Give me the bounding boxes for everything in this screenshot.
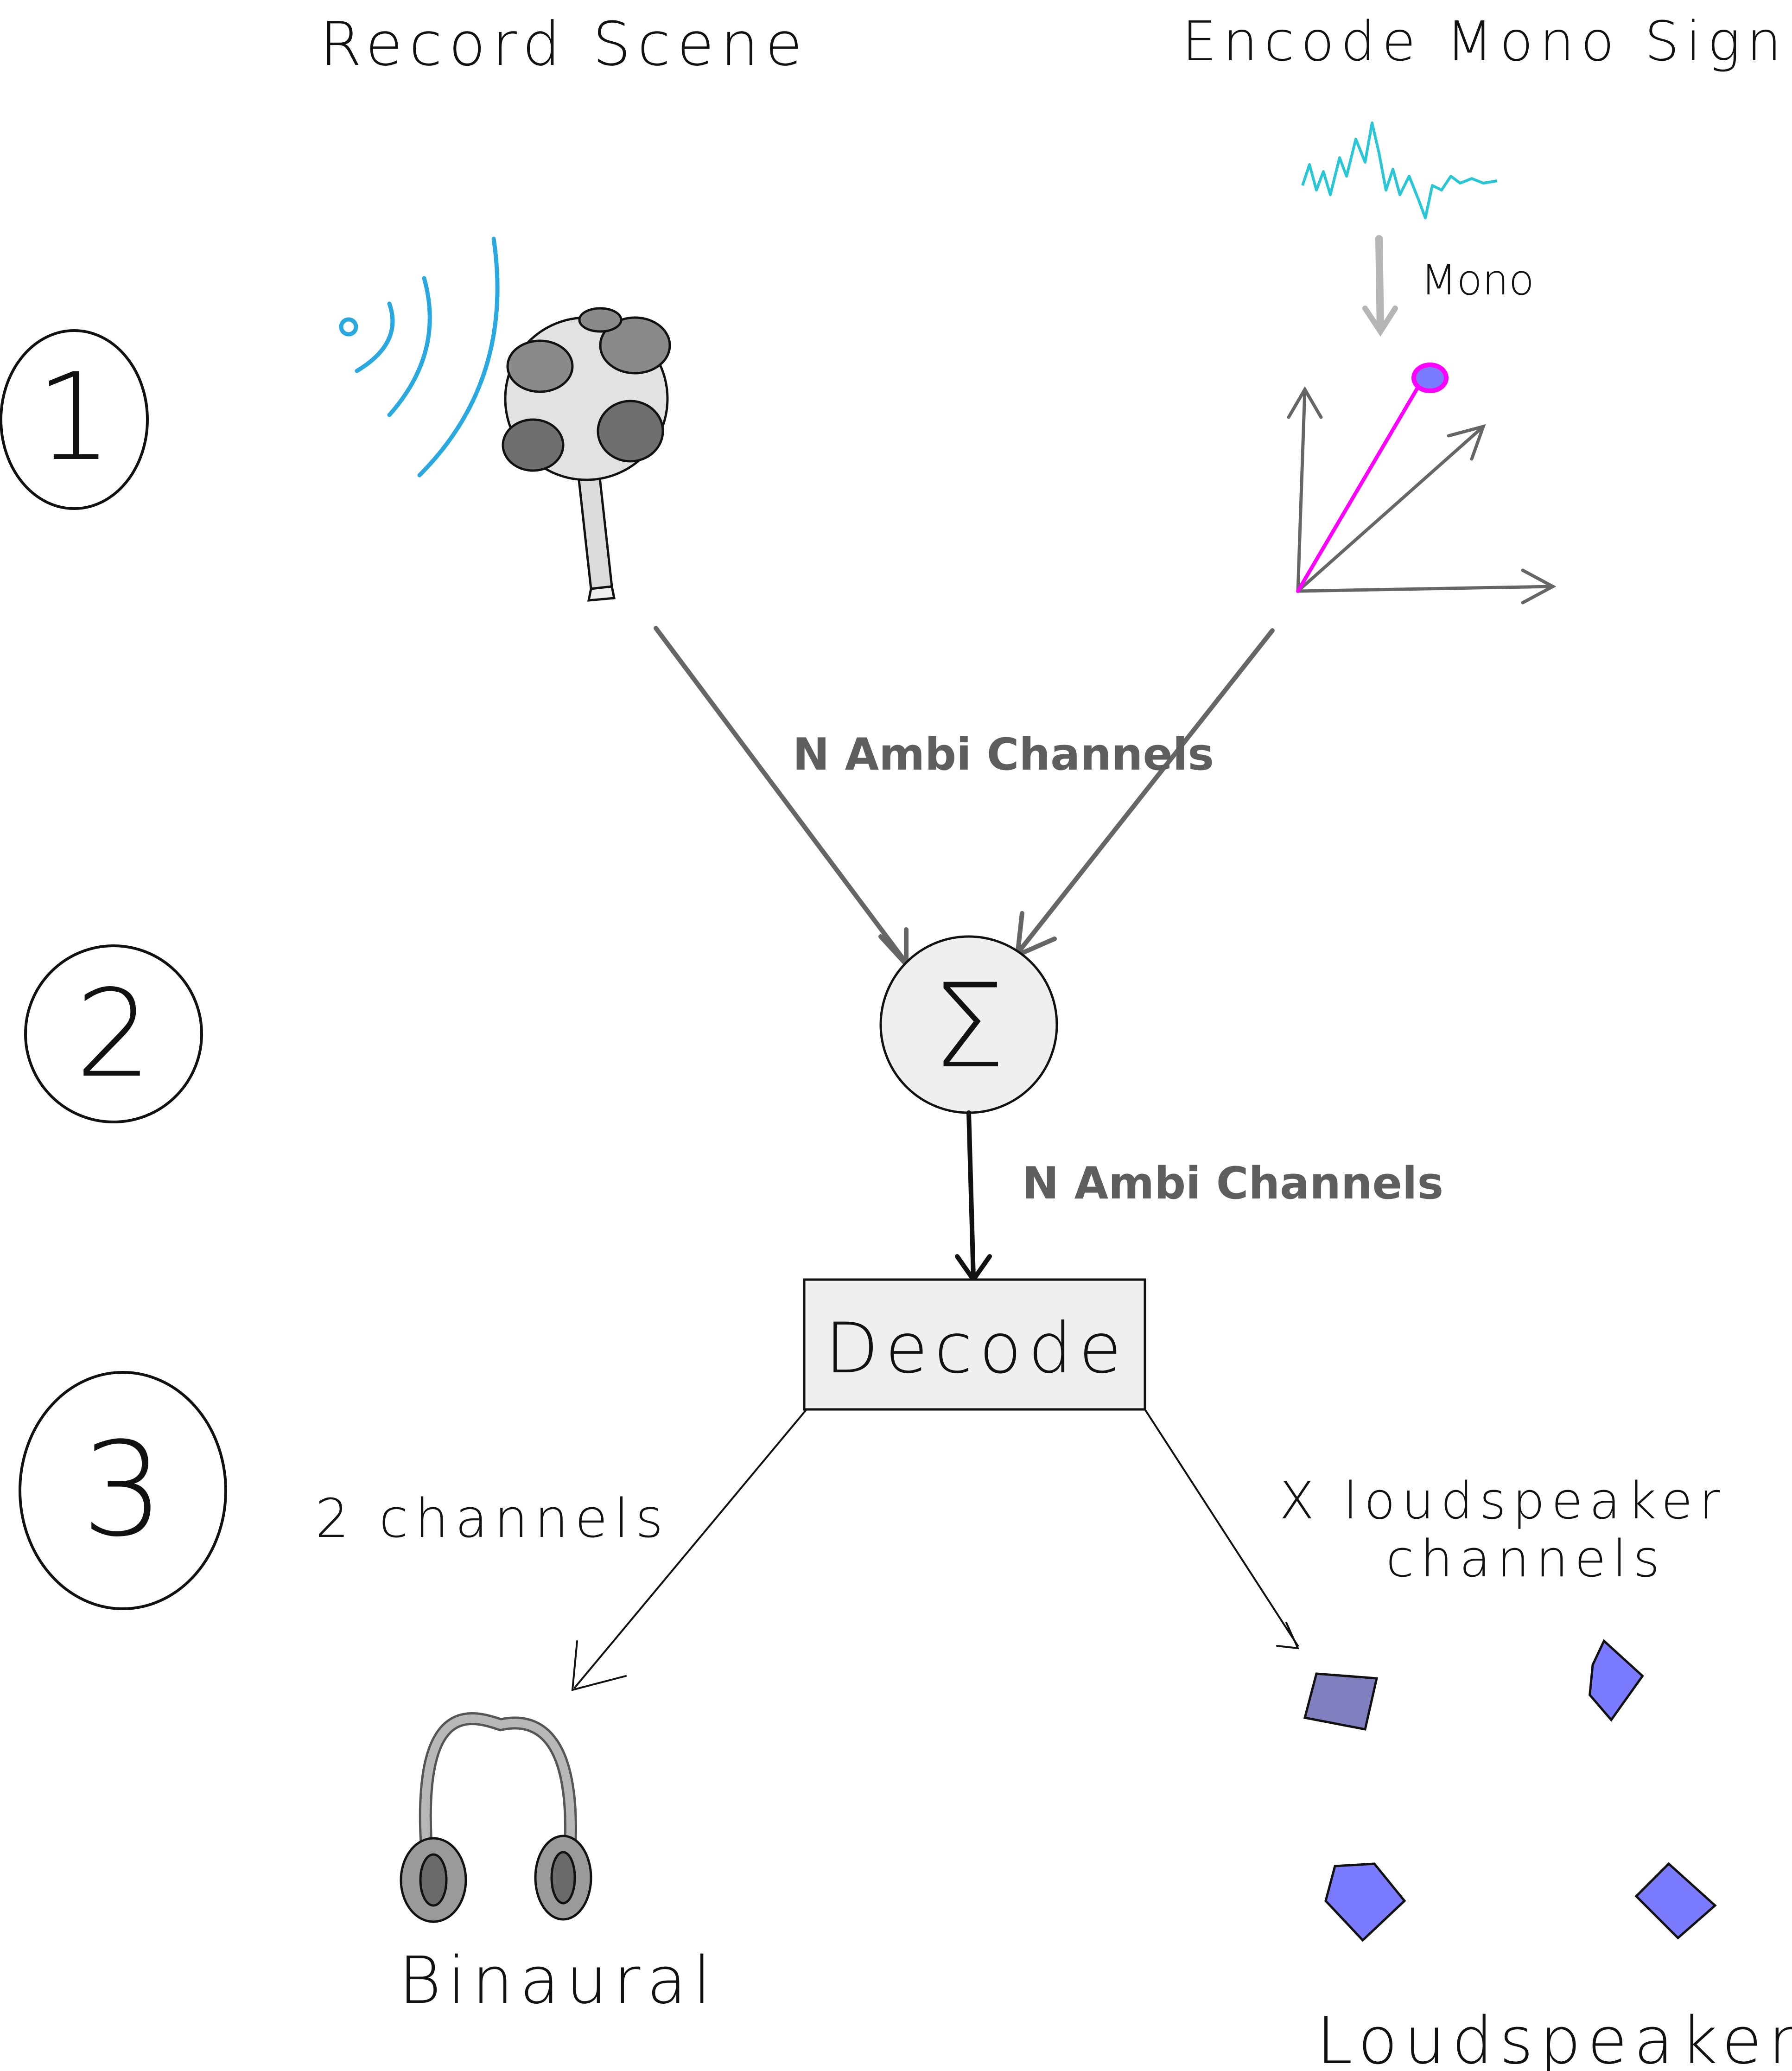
loudspeaker-icon — [1324, 1862, 1406, 1942]
arrow-sum-to-decode — [955, 1110, 992, 1284]
step-3-number: 3 — [82, 1415, 164, 1566]
loudspeaker-channels-label-line1: X loudspeaker — [1279, 1471, 1727, 1530]
loudspeaker-icon — [1634, 1862, 1717, 1940]
decode-box: Decode — [803, 1278, 1146, 1411]
decode-output-arrows — [571, 1408, 1300, 1691]
step-2-number: 2 — [75, 964, 152, 1104]
step-2: 2 — [24, 944, 203, 1123]
waveform-icon — [1301, 121, 1498, 219]
sum-symbol: Σ — [932, 959, 1005, 1094]
step-1-number: 1 — [36, 348, 112, 488]
ambi-channels-label-bottom: N Ambi Channels — [1022, 1158, 1443, 1209]
summation-node: Σ — [879, 935, 1058, 1114]
arrows-to-sum — [654, 626, 1275, 970]
loudspeaker-channels-label-line2: channels — [1386, 1529, 1666, 1588]
mono-arrow — [1362, 235, 1398, 337]
loudspeaker-array — [1303, 1639, 1717, 1942]
headphones-icon — [400, 1712, 592, 1923]
step-3: 3 — [19, 1371, 227, 1610]
step-1: 1 — [0, 329, 149, 510]
loudspeakers-label: Loudspeakers — [1316, 2003, 1792, 2071]
coordinate-axes-icon — [1287, 363, 1557, 605]
mono-label: Mono — [1421, 256, 1534, 305]
ambisonic-microphone-icon — [502, 307, 671, 602]
loudspeaker-icon — [1589, 1639, 1644, 1722]
header-encode-mono-signals: Encode Mono Signals — [1182, 9, 1792, 73]
loudspeaker-icon — [1303, 1672, 1379, 1731]
binaural-label: Binaural — [399, 1943, 718, 2019]
two-channels-label: 2 channels — [315, 1488, 670, 1550]
sound-waves-icon — [339, 236, 500, 478]
decode-label: Decode — [825, 1308, 1128, 1389]
header-record-scene: Record Scene — [320, 9, 809, 79]
ambi-channels-label-top: N Ambi Channels — [793, 729, 1214, 780]
